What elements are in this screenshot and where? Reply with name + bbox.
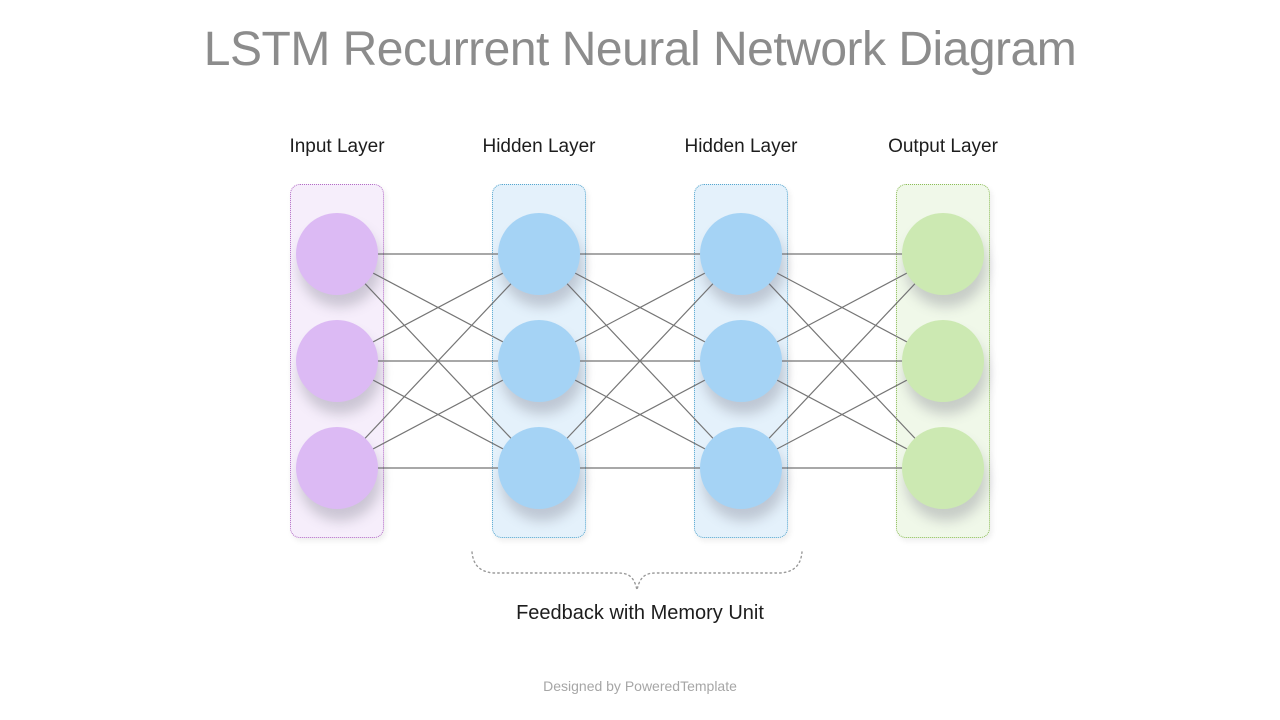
neuron-node-layer1-0 [498,213,580,295]
neuron-node-layer3-1 [902,320,984,402]
neuron-node-layer3-2 [902,427,984,509]
feedback-brace-icon [471,551,803,591]
neuron-node-layer2-0 [700,213,782,295]
neuron-node-layer1-1 [498,320,580,402]
feedback-label: Feedback with Memory Unit [516,602,764,624]
layer-label-hidden-layer-1: Hidden Layer [482,136,596,157]
neuron-node-layer0-0 [296,213,378,295]
diagram-title: LSTM Recurrent Neural Network Diagram [203,23,1077,76]
layer-label-output-layer-3: Output Layer [888,136,998,157]
neuron-node-layer1-2 [498,427,580,509]
neuron-node-layer0-2 [296,427,378,509]
neuron-node-layer0-1 [296,320,378,402]
layer-label-hidden-layer-2: Hidden Layer [684,136,798,157]
credit-text: Designed by PoweredTemplate [543,678,737,694]
neuron-node-layer2-2 [700,427,782,509]
neuron-node-layer2-1 [700,320,782,402]
neuron-node-layer3-0 [902,213,984,295]
layer-label-input-layer-0: Input Layer [289,136,385,157]
